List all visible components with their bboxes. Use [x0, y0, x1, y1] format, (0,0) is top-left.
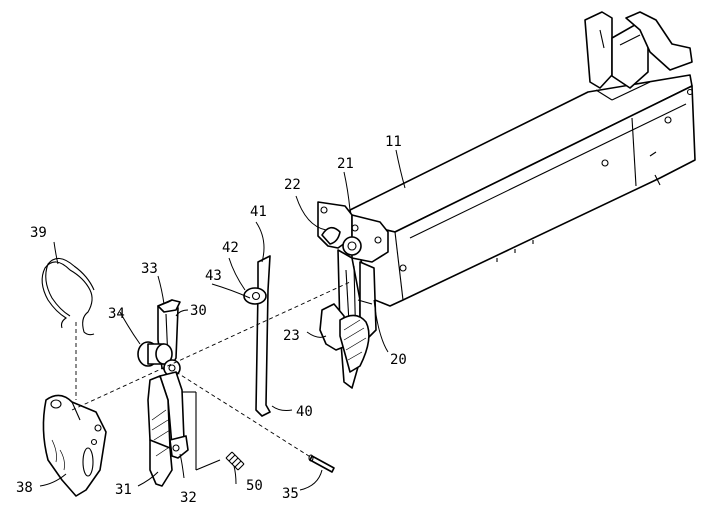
lever-30 [137, 299, 221, 487]
label-34: 34 [108, 306, 125, 322]
leaf-spring-40 [243, 255, 271, 417]
label-35: 35 [282, 486, 299, 502]
trigger-mechanism-20 [319, 249, 377, 389]
label-40: 40 [296, 404, 313, 420]
label-31: 31 [115, 482, 132, 498]
label-22: 22 [284, 177, 301, 193]
main-body-11 [349, 11, 696, 307]
reference-numerals: 11 21 22 23 20 41 42 43 40 33 30 34 31 3… [16, 134, 407, 506]
pin-35 [308, 454, 335, 473]
alignment-lines [71, 281, 351, 459]
label-23: 23 [283, 328, 300, 344]
label-11: 11 [385, 134, 402, 150]
label-20: 20 [390, 352, 407, 368]
coil-spring-50 [225, 451, 245, 471]
label-41: 41 [250, 204, 267, 220]
leader-lines [39, 149, 406, 491]
label-33: 33 [141, 261, 158, 277]
label-39: 39 [30, 225, 47, 241]
label-42: 42 [222, 240, 239, 256]
cover-plate-38 [42, 394, 107, 497]
label-38: 38 [16, 480, 33, 496]
label-30: 30 [190, 303, 207, 319]
label-43: 43 [205, 268, 222, 284]
label-32: 32 [180, 490, 197, 506]
label-50: 50 [246, 478, 263, 494]
front-plate-22 [317, 201, 389, 263]
label-21: 21 [337, 156, 354, 172]
wire-clip-39 [41, 257, 95, 336]
